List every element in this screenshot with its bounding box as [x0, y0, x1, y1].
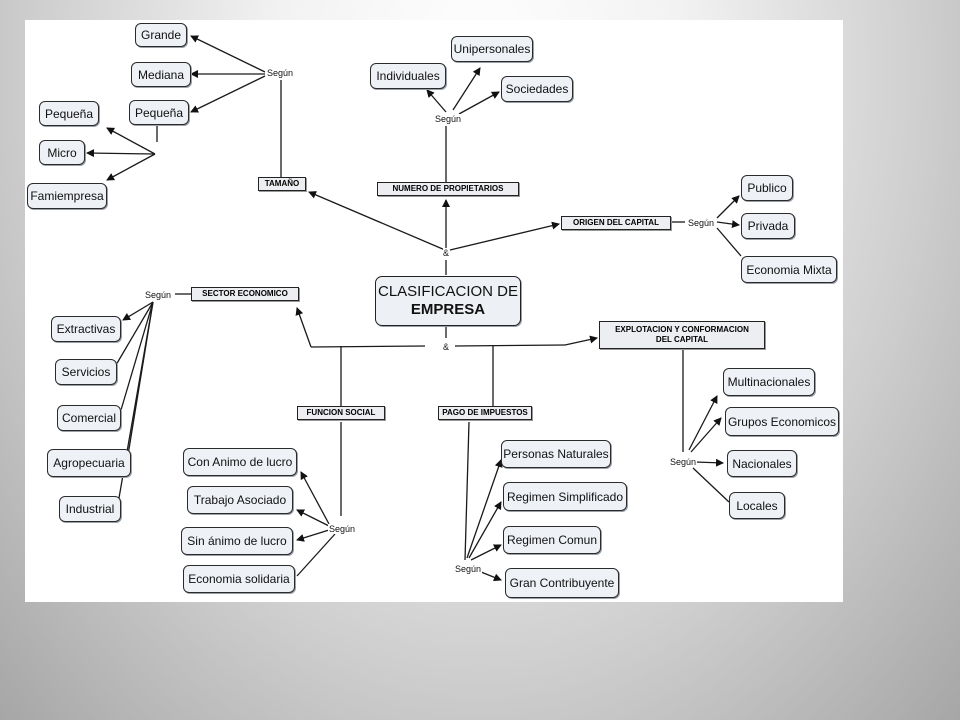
concept-map-image: CLASIFICACION DE EMPRESA TAMAÑO NUMERO D… — [25, 20, 843, 602]
node-pequena-sub: Pequeña — [39, 101, 99, 126]
segun-label-origen: Según — [686, 218, 716, 228]
node-privada: Privada — [741, 213, 795, 239]
node-agropecuaria: Agropecuaria — [47, 449, 131, 477]
node-comercial: Comercial — [57, 405, 121, 431]
node-personas-naturales: Personas Naturales — [501, 440, 611, 468]
category-explotacion-line2: DEL CAPITAL — [655, 335, 709, 344]
category-funcion-social: FUNCION SOCIAL — [297, 406, 385, 420]
category-explotacion-line1: EXPLOTACION Y CONFORMACION — [615, 325, 749, 334]
node-nacionales: Nacionales — [727, 450, 797, 477]
node-individuales: Individuales — [370, 63, 446, 89]
node-gran-contribuyente: Gran Contribuyente — [505, 568, 619, 598]
root-title-line1: CLASIFICACION DE — [377, 283, 519, 300]
connector-lines — [86, 35, 742, 582]
segun-label-explotacion: Según — [668, 457, 698, 467]
segun-label-tamano: Según — [265, 68, 295, 78]
node-mediana: Mediana — [131, 62, 191, 87]
node-sin-animo-de-lucro: Sin ánimo de lucro — [181, 527, 293, 555]
node-sociedades: Sociedades — [501, 76, 573, 102]
segun-label-funcion: Según — [327, 524, 357, 534]
segun-label-sector: Según — [143, 290, 173, 300]
node-regimen-comun: Regimen Comun — [503, 526, 601, 554]
node-locales: Locales — [729, 492, 785, 519]
node-regimen-simplificado: Regimen Simplificado — [503, 482, 627, 511]
node-micro: Micro — [39, 140, 85, 165]
node-grande: Grande — [135, 23, 187, 47]
category-sector-economico: SECTOR ECONOMICO — [191, 287, 299, 301]
category-numero-propietarios: NUMERO DE PROPIETARIOS — [377, 182, 519, 196]
node-unipersonales: Unipersonales — [451, 36, 533, 62]
category-origen-capital: ORIGEN DEL CAPITAL — [561, 216, 671, 230]
category-pago-impuestos: PAGO DE IMPUESTOS — [438, 406, 532, 420]
segun-label-pago: Según — [453, 564, 483, 574]
node-multinacionales: Multinacionales — [723, 368, 815, 396]
category-tamano: TAMAÑO — [258, 177, 306, 191]
node-economia-solidaria: Economia solidaria — [183, 565, 295, 593]
root-title-line2: EMPRESA — [410, 301, 486, 318]
segun-label-propietarios: Según — [433, 114, 463, 124]
node-famiempresa: Famiempresa — [27, 183, 107, 209]
amp-label-bottom: & — [442, 342, 450, 352]
category-explotacion: EXPLOTACION Y CONFORMACION DEL CAPITAL — [599, 321, 765, 349]
node-extractivas: Extractivas — [51, 316, 121, 342]
node-publico: Publico — [741, 175, 793, 201]
amp-label-top: & — [442, 248, 450, 258]
node-pequena: Pequeña — [129, 100, 189, 125]
node-industrial: Industrial — [59, 496, 121, 522]
root-node: CLASIFICACION DE EMPRESA — [375, 276, 521, 326]
node-servicios: Servicios — [55, 359, 117, 385]
node-economia-mixta: Economia Mixta — [741, 256, 837, 283]
node-grupos-economicos: Grupos Economicos — [725, 407, 839, 436]
node-con-animo-de-lucro: Con Animo de lucro — [183, 448, 297, 476]
node-trabajo-asociado: Trabajo Asociado — [187, 486, 293, 514]
